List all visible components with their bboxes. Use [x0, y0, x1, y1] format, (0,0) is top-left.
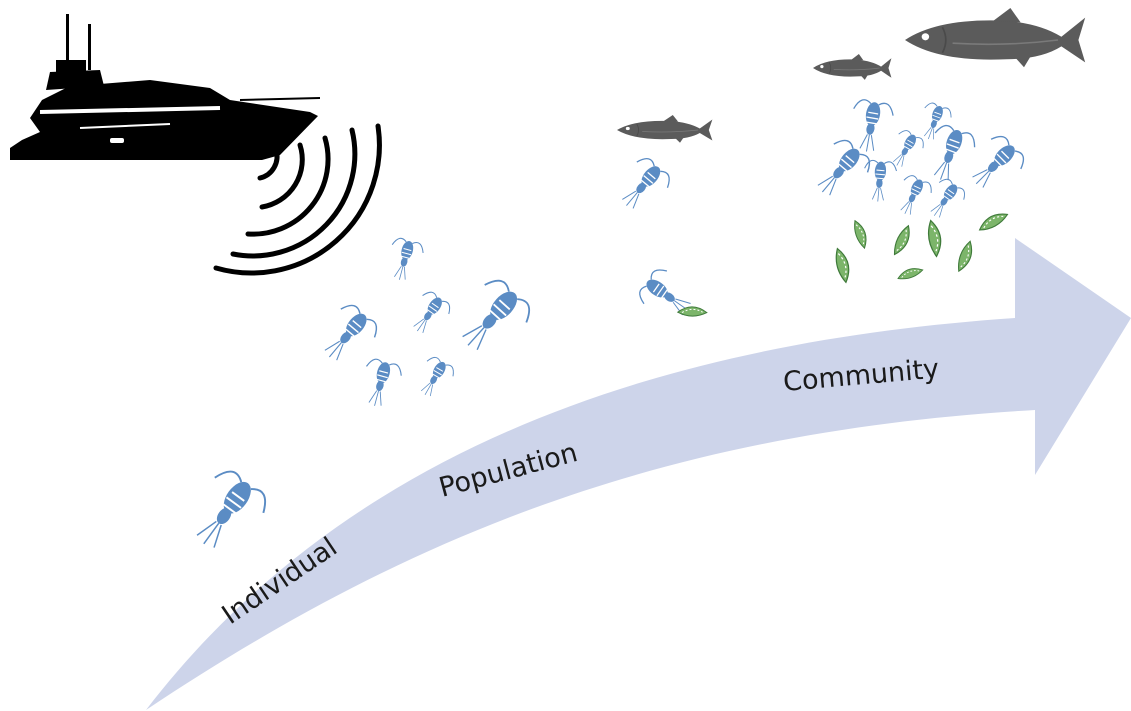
boat-icon [10, 14, 321, 160]
population-copepods [311, 235, 538, 412]
community-diatoms [823, 206, 1009, 288]
transition-group [610, 114, 713, 328]
trend-arrow-icon [146, 238, 1131, 710]
individual-copepod [178, 463, 274, 563]
community-copepods [804, 97, 1030, 225]
sonar-waves-icon [213, 123, 382, 276]
community-fish [812, 7, 1087, 81]
